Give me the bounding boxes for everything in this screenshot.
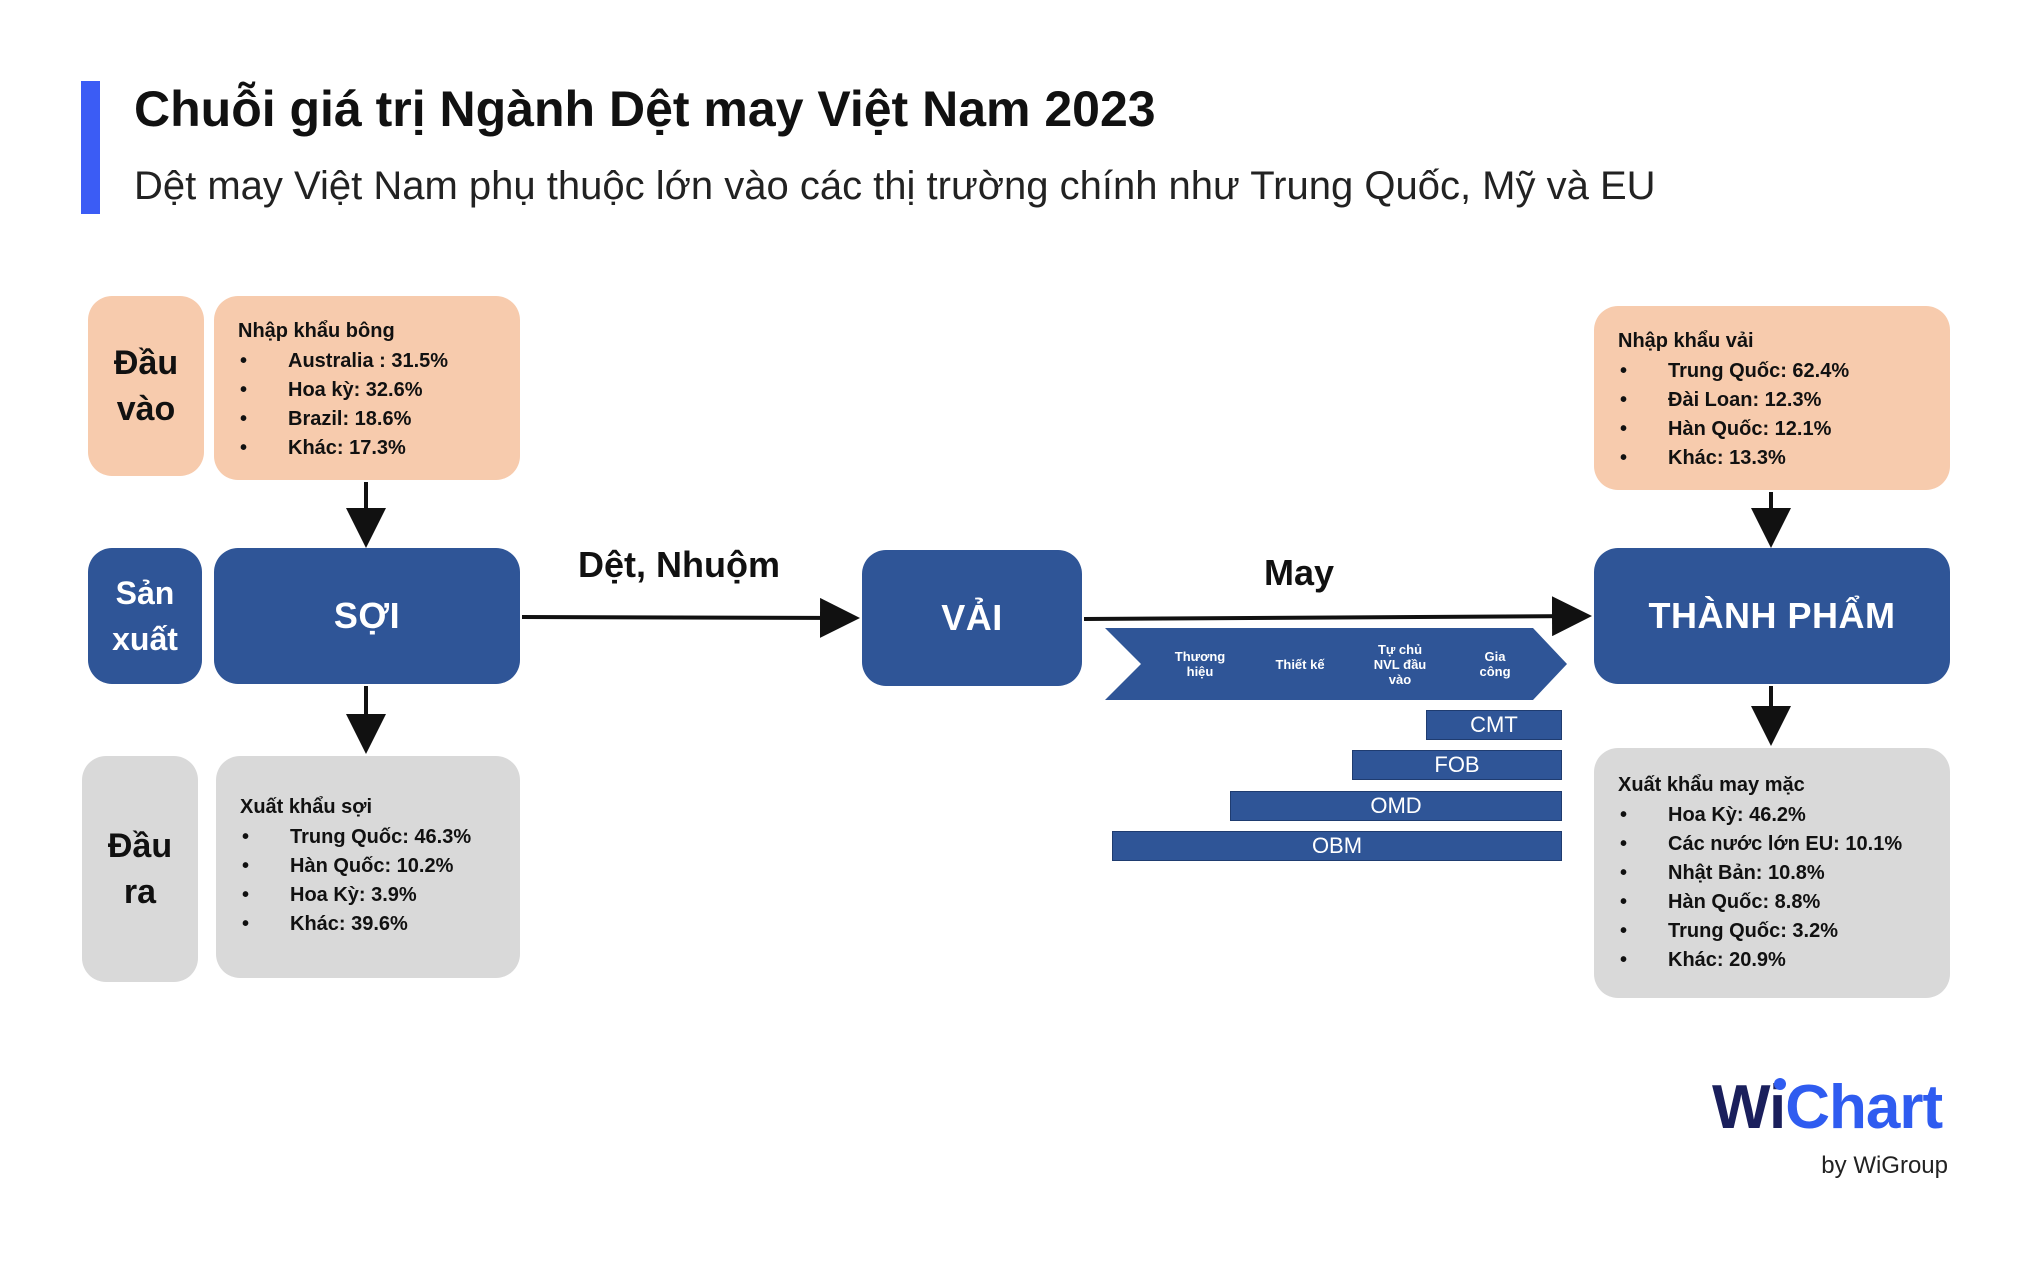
value-step-materials-line1: Tự chủ (1377, 641, 1423, 657)
list-item: Khác: 20.9% (1618, 946, 1928, 975)
row-label-production: Sản xuất (88, 548, 202, 684)
cotton-import-list: Australia : 31.5% Hoa kỳ: 32.6% Brazil: … (238, 347, 498, 463)
value-step-design: Thiết kế (1255, 628, 1345, 700)
list-item: Trung Quốc: 62.4% (1618, 357, 1928, 386)
row-label-input-line2: vào (116, 390, 176, 428)
title-accent-bar (81, 81, 100, 214)
wichart-logo: WiChart by WiGroup (1712, 1072, 1962, 1182)
list-item: Hoa Kỳ: 46.2% (1618, 801, 1928, 830)
list-item: Trung Quốc: 46.3% (240, 823, 498, 852)
list-item: Nhật Bản: 10.8% (1618, 859, 1928, 888)
list-item: Hoa Kỳ: 3.9% (240, 881, 498, 910)
logo-byline: by WiGroup (1821, 1152, 1948, 1179)
row-label-production-line2: xuất (112, 621, 178, 657)
list-item: Trung Quốc: 3.2% (1618, 917, 1928, 946)
mode-bar-cmt: CMT (1426, 710, 1562, 740)
value-step-processing-line2: công (1479, 664, 1511, 679)
value-step-materials-line2: NVL đầu (1373, 656, 1427, 672)
fabric-import-title: Nhập khẩu vải (1618, 330, 1754, 352)
logo-dot-icon (1774, 1078, 1786, 1090)
yarn-export-box: Xuất khẩu sợi Trung Quốc: 46.3% Hàn Quốc… (216, 756, 520, 978)
page-title: Chuỗi giá trị Ngành Dệt may Việt Nam 202… (134, 81, 1156, 137)
chevron-shape (1105, 628, 1567, 700)
cotton-import-box: Nhập khẩu bông Australia : 31.5% Hoa kỳ:… (214, 296, 520, 480)
arrow-fabric-to-finished (1083, 596, 1592, 637)
mode-bar-fob: FOB (1352, 750, 1562, 780)
list-item: Đài Loan: 12.3% (1618, 386, 1928, 415)
arrow-yarn-to-fabric (521, 597, 860, 638)
mode-bar-obm: OBM (1112, 831, 1562, 861)
fabric-import-box: Nhập khẩu vải Trung Quốc: 62.4% Đài Loan… (1594, 306, 1950, 490)
list-item: Australia : 31.5% (238, 347, 498, 376)
logo-word-chart: Chart (1785, 1073, 1943, 1142)
row-label-output-line1: Đầu (107, 827, 173, 865)
node-fabric: VẢI (862, 550, 1082, 686)
fabric-import-list: Trung Quốc: 62.4% Đài Loan: 12.3% Hàn Qu… (1618, 357, 1928, 473)
value-step-design-line1: Thiết kế (1275, 656, 1325, 672)
value-step-materials-line3: vào (1388, 671, 1412, 687)
value-step-brand-line2: hiệu (1186, 664, 1214, 679)
list-item: Hoa kỳ: 32.6% (238, 376, 498, 405)
value-step-brand-line1: Thương (1174, 649, 1226, 664)
row-label-input: Đầu vào (88, 296, 204, 476)
list-item: Khác: 13.3% (1618, 444, 1928, 473)
mode-bar-omd: OMD (1230, 791, 1562, 821)
row-label-production-line1: Sản (115, 575, 175, 611)
cotton-import-title: Nhập khẩu bông (238, 320, 395, 342)
page-subtitle: Dệt may Việt Nam phụ thuộc lớn vào các t… (134, 164, 1656, 208)
node-yarn: SỢI (214, 548, 520, 684)
node-finished-goods: THÀNH PHẨM (1594, 548, 1950, 684)
list-item: Khác: 39.6% (240, 910, 498, 939)
garment-export-box: Xuất khẩu may mặc Hoa Kỳ: 46.2% Các nước… (1594, 748, 1950, 998)
row-label-output: Đầu ra (82, 756, 198, 982)
logo-word-wi: Wi (1712, 1073, 1786, 1142)
garment-export-title: Xuất khẩu may mặc (1618, 774, 1805, 796)
flow-label-sew: May (1264, 552, 1335, 593)
list-item: Hàn Quốc: 8.8% (1618, 888, 1928, 917)
row-label-output-line2: ra (123, 873, 157, 911)
value-step-processing-line1: Gia (1484, 649, 1506, 664)
list-item: Brazil: 18.6% (238, 405, 498, 434)
flow-label-weave-dye: Dệt, Nhuộm (578, 544, 780, 585)
logo-wordmark: WiChart (1712, 1072, 1943, 1143)
row-label-input-line1: Đầu (113, 344, 179, 382)
garment-export-list: Hoa Kỳ: 46.2% Các nước lớn EU: 10.1% Nhậ… (1618, 801, 1928, 975)
list-item: Khác: 17.3% (238, 434, 498, 463)
list-item: Hàn Quốc: 12.1% (1618, 415, 1928, 444)
list-item: Hàn Quốc: 10.2% (240, 852, 498, 881)
list-item: Các nước lớn EU: 10.1% (1618, 830, 1928, 859)
yarn-export-title: Xuất khẩu sợi (240, 796, 373, 818)
yarn-export-list: Trung Quốc: 46.3% Hàn Quốc: 10.2% Hoa Kỳ… (240, 823, 498, 939)
